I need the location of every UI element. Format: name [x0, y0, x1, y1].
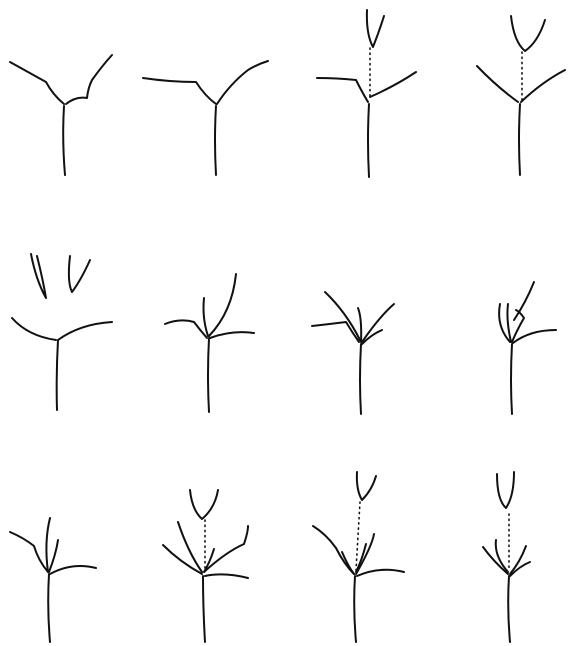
upper-left-branch [325, 292, 360, 340]
panel-5 [12, 254, 112, 410]
left-branch [10, 532, 48, 572]
right-branch [370, 72, 416, 97]
panel-12 [483, 472, 530, 642]
lower-right-branch [50, 566, 96, 574]
right-branch [362, 304, 394, 342]
upper-right-branch [514, 282, 534, 320]
left-branch [483, 547, 508, 574]
center-shoot [46, 518, 50, 572]
right-branch [58, 322, 112, 340]
stem [63, 106, 65, 175]
lower-right-branch [205, 574, 248, 578]
panel-10 [163, 490, 248, 642]
detached-tip [190, 490, 218, 519]
detached-tip [511, 16, 545, 51]
left-branch [178, 522, 202, 572]
dotted-axis [356, 502, 360, 570]
panel-7 [312, 292, 394, 414]
lower-right-branch [210, 332, 254, 338]
detached-tip [367, 10, 384, 47]
panel-6 [165, 274, 254, 412]
detached-tip [497, 472, 514, 508]
panel-11 [313, 472, 404, 642]
stem [508, 576, 510, 642]
left-branch [12, 318, 56, 340]
stem [511, 344, 512, 414]
left-branch [143, 78, 216, 104]
upper-right-branch [209, 274, 236, 336]
lower-right-branch [357, 570, 404, 576]
right-branch [217, 61, 268, 104]
panel-9 [10, 518, 96, 642]
stem [215, 106, 216, 175]
center-shoot [204, 298, 209, 336]
right-branch [521, 70, 565, 102]
detached-tip [357, 472, 376, 500]
left-branch [10, 62, 64, 104]
detached-part-right [69, 256, 90, 292]
upper-right-branch [49, 540, 58, 572]
right-branch [356, 534, 374, 574]
stem [354, 576, 356, 642]
left-branch [317, 78, 368, 102]
lower-right-branch [513, 330, 556, 343]
left-branch [165, 320, 207, 338]
panel-8 [499, 282, 556, 414]
far-left-branch [163, 545, 202, 574]
stem [48, 574, 50, 642]
stem [208, 338, 209, 412]
stem [368, 104, 369, 177]
panel-3 [317, 10, 416, 177]
right-branch [66, 55, 112, 104]
stem [519, 104, 520, 175]
panel-4 [477, 16, 565, 175]
panel-2 [143, 61, 268, 175]
detached-part-left [31, 254, 46, 298]
right-branch [204, 526, 248, 572]
stem [203, 576, 205, 642]
panel-1 [10, 55, 112, 175]
stem [360, 344, 361, 414]
center-shoot [507, 304, 511, 342]
left-branch [477, 66, 518, 102]
stem [57, 340, 58, 410]
far-left-branch [313, 526, 354, 574]
